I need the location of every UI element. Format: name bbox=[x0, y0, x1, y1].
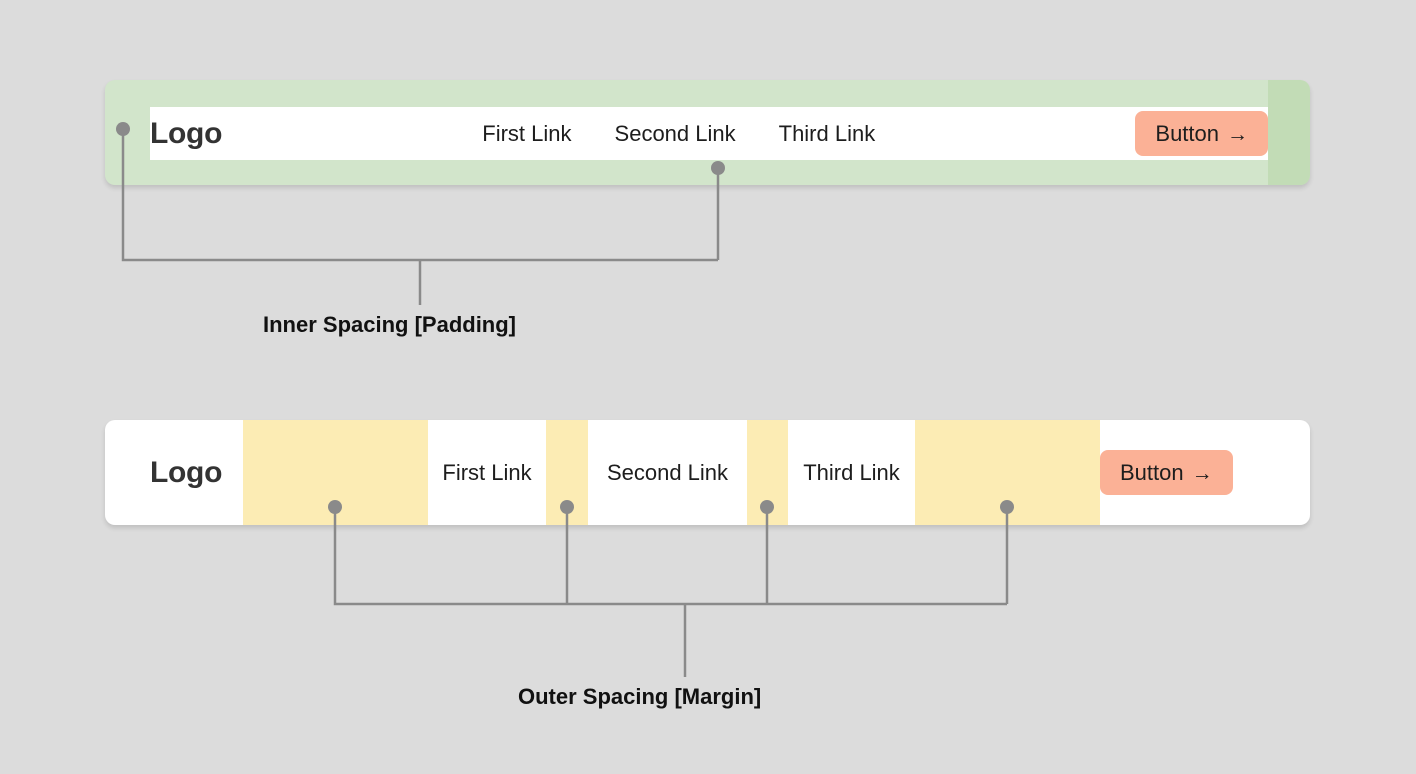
callout-label-padding: Inner Spacing [Padding] bbox=[263, 312, 517, 337]
logo-margin[interactable]: Logo bbox=[150, 455, 223, 489]
cta-button-margin-label: Button bbox=[1120, 460, 1184, 485]
margin-region-4 bbox=[915, 420, 1100, 525]
cta-button-margin[interactable]: Button → bbox=[1100, 450, 1233, 495]
navlink-first-margin[interactable]: First Link bbox=[442, 459, 532, 485]
cta-button-padding-label: Button bbox=[1155, 121, 1219, 146]
navlink-first-cell: First Link bbox=[428, 420, 546, 525]
arrow-right-icon: → bbox=[1191, 462, 1213, 485]
navlink-first-padding[interactable]: First Link bbox=[482, 120, 572, 146]
arrow-right-icon: → bbox=[1227, 123, 1248, 146]
callout-label-margin: Outer Spacing [Margin] bbox=[518, 684, 762, 709]
logo-padding[interactable]: Logo bbox=[150, 116, 223, 150]
navlink-second-margin[interactable]: Second Link bbox=[606, 459, 729, 485]
cta-button-padding[interactable]: Button → bbox=[1135, 111, 1268, 156]
navlink-third-cell: Third Link bbox=[788, 420, 915, 525]
margin-region-2 bbox=[546, 420, 588, 525]
cta-cell-margin: Button → bbox=[1100, 420, 1310, 525]
navbar-padding-example: Logo First Link Second Link Third Link B… bbox=[105, 80, 1310, 185]
navbar-margin-example: Logo First Link Second Link Third Link B… bbox=[105, 420, 1310, 525]
margin-region-3 bbox=[747, 420, 788, 525]
logo-cell-margin: Logo bbox=[105, 420, 243, 525]
margin-region-1 bbox=[243, 420, 428, 525]
navlink-second-padding[interactable]: Second Link bbox=[614, 120, 736, 146]
navbar-padding-content: Logo First Link Second Link Third Link B… bbox=[150, 107, 1268, 160]
padding-region-right bbox=[1268, 80, 1310, 185]
navlink-third-margin[interactable]: Third Link bbox=[803, 459, 900, 485]
navlink-third-padding[interactable]: Third Link bbox=[778, 120, 876, 146]
navlink-second-cell: Second Link bbox=[588, 420, 747, 525]
